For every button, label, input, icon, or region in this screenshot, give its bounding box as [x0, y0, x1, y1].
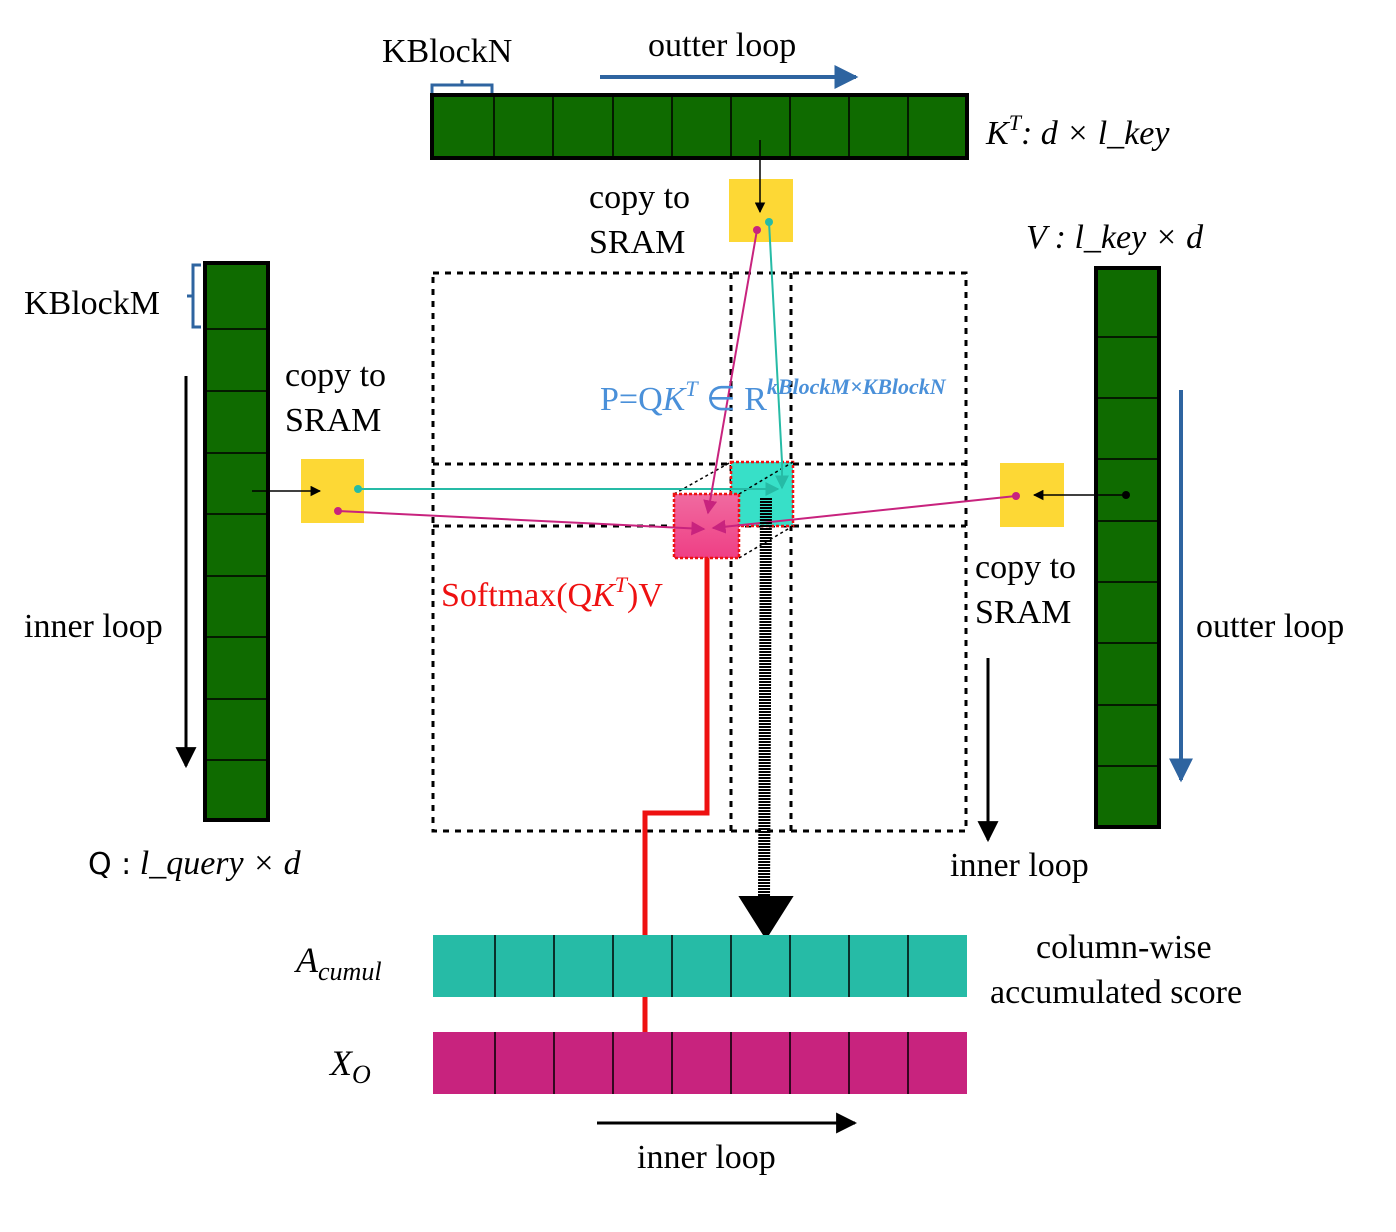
kblockn-brace [430, 80, 494, 93]
acumul-row [433, 935, 967, 997]
q-matrix [203, 261, 270, 822]
kt-matrix [430, 93, 969, 160]
xo-row [433, 1032, 967, 1094]
kblockm-brace [187, 263, 201, 329]
score-label-line1: column-wise [1036, 929, 1212, 966]
sram-label-q: SRAM [285, 402, 381, 439]
softmax-formula: Softmax(QKT)V [441, 572, 663, 614]
inner-loop-bottom-label: inner loop [637, 1139, 776, 1176]
v-label: V : l_key × d [1026, 219, 1204, 256]
sram-label-v: SRAM [975, 594, 1071, 631]
p-formula: P=QKT ∈ RkBlockM×KBlockN [600, 374, 947, 418]
outer-loop-right-label: outter loop [1196, 608, 1344, 645]
copy-to-label-q: copy to [285, 357, 386, 394]
kblockm-label: KBlockM [24, 285, 160, 322]
accumulation-arrow [738, 497, 794, 940]
kblockn-label: KBlockN [382, 33, 512, 70]
copy-to-label-k: copy to [589, 179, 690, 216]
inner-loop-left-label: inner loop [24, 608, 163, 645]
acumul-label: Acumul [294, 940, 382, 986]
inner-loop-right-label: inner loop [950, 847, 1089, 884]
kt-label: KT: d × l_key [985, 110, 1170, 152]
xo-label: XO [328, 1043, 371, 1089]
copy-to-label-v: copy to [975, 549, 1076, 586]
sram-buffer-k [729, 179, 793, 242]
outer-loop-top-label: outter loop [648, 27, 796, 64]
q-label: Q : l_query × d [88, 845, 302, 882]
score-label-line2: accumulated score [990, 974, 1242, 1011]
sram-label-k: SRAM [589, 224, 685, 261]
v-matrix [1094, 266, 1161, 829]
teal-flows [354, 218, 789, 496]
